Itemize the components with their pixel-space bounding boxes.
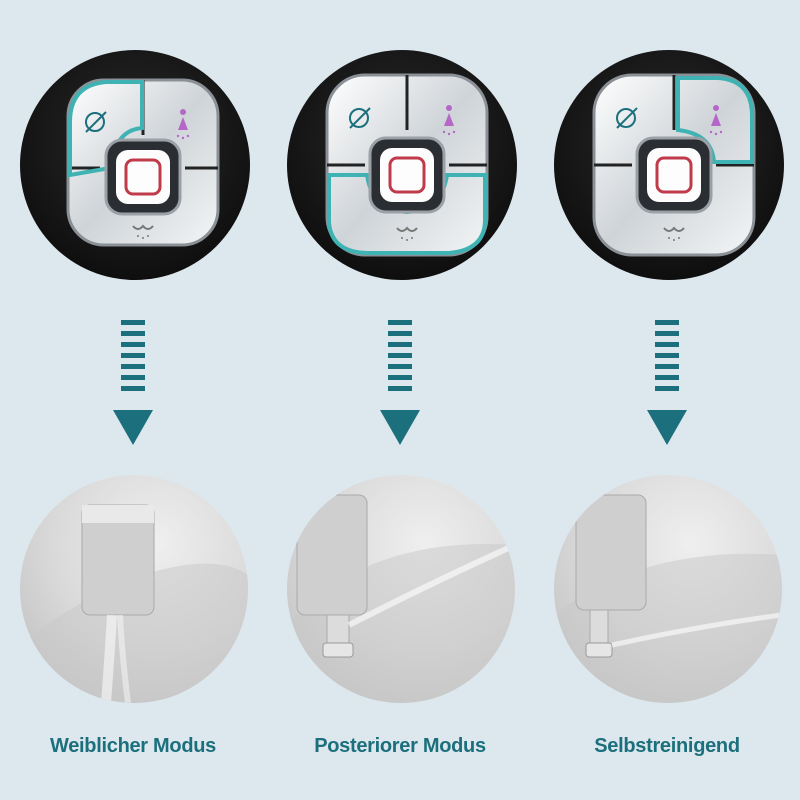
mode-column-posterior: Posteriorer Modus	[267, 0, 533, 800]
rear-wash-icon[interactable]	[349, 107, 371, 129]
down-arrow-icon	[380, 320, 420, 445]
power-button-icon[interactable]	[116, 150, 170, 204]
mode-label: Selbstreinigend	[594, 735, 740, 757]
nozzle-scene	[287, 494, 515, 703]
down-arrow-icon	[113, 320, 153, 445]
highlight-front-right	[676, 76, 754, 164]
water-stream	[101, 614, 117, 703]
bidet-nozzle-housing	[575, 494, 647, 611]
water-stream	[611, 612, 782, 648]
toilet-bowl-view	[554, 475, 782, 703]
self-clean-icon[interactable]	[663, 226, 685, 241]
female-wash-icon[interactable]	[442, 105, 456, 136]
control-panel-drawing	[325, 73, 489, 257]
toilet-bowl-view	[287, 475, 515, 703]
mode-column-self-clean: Selbstreinigend	[534, 0, 800, 800]
female-wash-icon[interactable]	[709, 105, 723, 136]
mode-label: Posteriorer Modus	[314, 735, 486, 757]
self-clean-icon[interactable]	[396, 226, 418, 241]
bidet-nozzle-housing	[296, 494, 368, 616]
power-button-icon[interactable]	[380, 148, 434, 202]
mode-column-female: Weiblicher Modus	[0, 0, 266, 800]
control-panel-closeup	[287, 50, 517, 280]
rear-wash-icon[interactable]	[85, 111, 107, 133]
mode-label: Weiblicher Modus	[50, 735, 216, 757]
water-stream	[347, 542, 515, 628]
down-arrow-icon	[647, 320, 687, 445]
self-clean-icon[interactable]	[132, 224, 154, 239]
nozzle-scene	[20, 504, 248, 703]
control-panel-closeup	[20, 50, 250, 280]
control-panel-drawing	[592, 73, 756, 257]
control-panel-closeup	[554, 50, 784, 280]
toilet-bowl-view	[20, 475, 248, 703]
female-wash-icon[interactable]	[176, 109, 190, 140]
rear-wash-icon[interactable]	[616, 107, 638, 129]
power-button-icon[interactable]	[647, 148, 701, 202]
control-panel-drawing	[66, 78, 220, 247]
nozzle-scene	[554, 494, 782, 703]
